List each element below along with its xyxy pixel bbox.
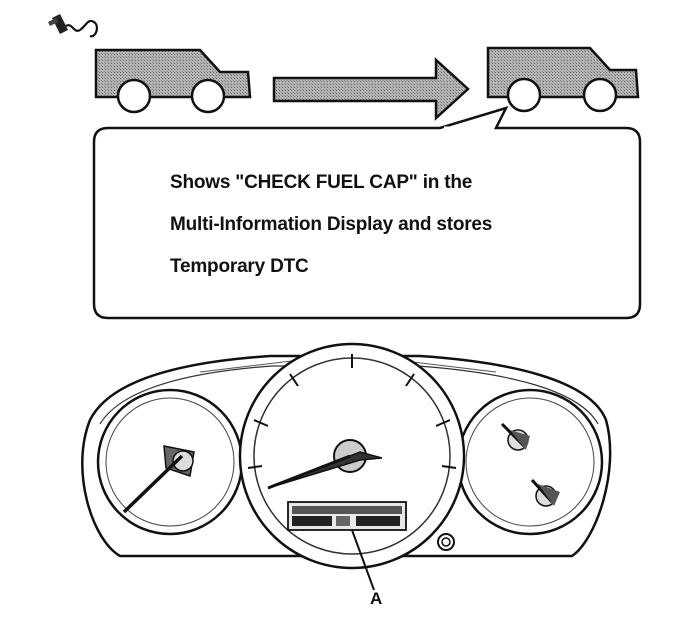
callout-box bbox=[92, 105, 642, 320]
callout-text-line-2: Multi-Information Display and stores bbox=[170, 214, 493, 235]
callout-text-line-3: Temporary DTC bbox=[170, 256, 309, 277]
right-arrow-icon bbox=[272, 57, 470, 121]
callout-text-line-1: Shows "CHECK FUEL CAP" in the bbox=[170, 172, 473, 193]
fuel-cap-icon bbox=[48, 14, 99, 38]
instrument-cluster bbox=[81, 342, 612, 591]
speedometer-gauge bbox=[238, 342, 466, 570]
fuel-temp-gauge bbox=[456, 388, 604, 536]
display-callout-label: A bbox=[370, 589, 383, 608]
trip-reset-knob bbox=[437, 533, 455, 551]
tachometer-gauge bbox=[96, 388, 244, 536]
leader-line-a bbox=[351, 529, 375, 591]
multi-information-display bbox=[287, 501, 407, 531]
van-icon-right bbox=[486, 46, 640, 113]
van-icon-left bbox=[94, 48, 252, 114]
